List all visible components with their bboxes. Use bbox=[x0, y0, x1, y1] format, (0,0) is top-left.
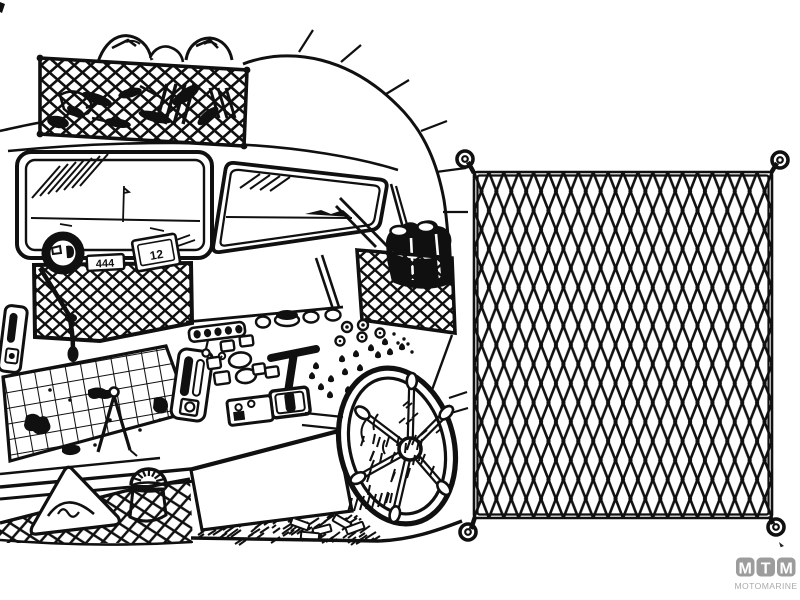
svg-text:T: T bbox=[761, 561, 771, 578]
svg-text:M: M bbox=[780, 561, 793, 578]
svg-text:M: M bbox=[739, 561, 752, 578]
svg-text:444: 444 bbox=[96, 257, 116, 270]
svg-text:12: 12 bbox=[149, 247, 165, 263]
svg-text:MOTOMARINE: MOTOMARINE bbox=[734, 581, 797, 591]
